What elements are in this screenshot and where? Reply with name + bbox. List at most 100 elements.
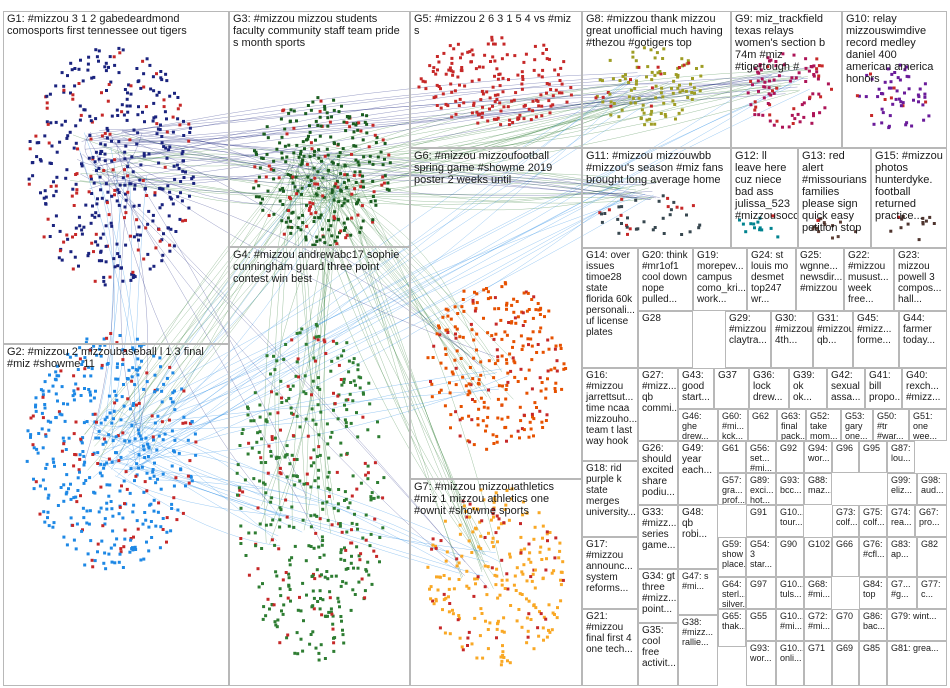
node-g5: [547, 82, 551, 86]
node-g2: [98, 343, 102, 347]
node-g4: [253, 531, 257, 535]
node-g10: [889, 86, 893, 90]
node-g4: [293, 483, 297, 487]
node-g2: [82, 421, 86, 425]
node-g2: [114, 435, 118, 439]
node-g7: [494, 583, 498, 587]
node-g10: [923, 95, 927, 99]
node-g7: [508, 555, 512, 559]
node-g6: [508, 352, 512, 356]
node-g6: [512, 310, 516, 314]
node-g4: [365, 569, 369, 573]
node-g10: [912, 98, 915, 102]
node-g4: [332, 641, 336, 645]
node-g2: [51, 384, 55, 388]
node-g6: [530, 344, 534, 348]
node-g2: [131, 546, 134, 550]
node-g7: [553, 613, 556, 616]
node-g10: [869, 72, 872, 76]
group-label: G40: rexch... #mizz...: [906, 370, 941, 403]
node-g7: [510, 487, 514, 491]
node-g5: [501, 90, 505, 94]
node-g4: [307, 544, 311, 548]
node-g4: [270, 538, 274, 542]
node-g6: [562, 367, 566, 371]
node-g12: [776, 235, 780, 239]
node-g1: [112, 55, 116, 59]
node-g2: [102, 561, 106, 565]
node-g6: [515, 300, 519, 303]
node-g1: [69, 61, 73, 65]
edge: [126, 171, 330, 205]
node-g4: [298, 479, 302, 483]
node-g5: [439, 87, 442, 91]
node-g1: [47, 141, 51, 145]
node-g1: [55, 175, 59, 179]
node-g1: [89, 174, 93, 178]
node-g9: [757, 113, 761, 117]
node-g7: [500, 659, 504, 663]
edge: [141, 183, 343, 443]
node-g7: [527, 612, 531, 616]
node-g3: [308, 201, 312, 205]
node-g7: [552, 569, 556, 573]
node-g1: [168, 195, 172, 199]
node-g6: [453, 305, 457, 309]
node-g2: [101, 442, 105, 446]
node-g4: [350, 494, 354, 498]
node-g1: [75, 191, 79, 195]
node-g2: [73, 392, 77, 396]
node-g2: [93, 420, 97, 424]
node-g6: [471, 398, 474, 401]
node-g7: [442, 574, 446, 577]
node-g6: [472, 338, 476, 342]
node-g1: [66, 134, 70, 138]
node-g4: [252, 477, 256, 481]
node-g4: [378, 536, 382, 539]
node-g2: [127, 368, 131, 372]
node-g4: [336, 502, 340, 506]
node-g4: [285, 515, 289, 519]
node-g4: [343, 403, 346, 407]
node-g3: [354, 181, 358, 184]
node-g1: [80, 228, 84, 232]
node-g1: [179, 180, 183, 183]
node-g8: [671, 99, 675, 103]
node-g4: [280, 609, 283, 613]
node-g2: [121, 566, 125, 569]
node-g6: [527, 435, 531, 439]
node-g10: [877, 87, 881, 91]
node-g4: [344, 581, 348, 585]
edge: [104, 160, 323, 546]
node-g5: [496, 77, 500, 81]
node-g3: [314, 119, 318, 123]
node-g4: [291, 434, 295, 438]
node-g6: [510, 320, 514, 324]
node-g3: [304, 238, 308, 242]
node-g4: [355, 545, 359, 549]
node-g8: [617, 115, 621, 119]
node-g4: [327, 610, 331, 614]
node-g4: [310, 393, 313, 397]
node-g1: [100, 150, 104, 153]
node-g2: [127, 439, 131, 443]
group-label: G65: thak...: [722, 611, 746, 631]
node-g2: [46, 419, 50, 423]
node-g3: [289, 231, 293, 235]
node-g10: [881, 111, 885, 115]
node-g4: [275, 625, 279, 629]
node-g6: [516, 429, 520, 433]
node-g13: [839, 220, 842, 224]
node-g3: [289, 173, 293, 177]
node-g7: [465, 515, 469, 519]
node-g1: [148, 63, 152, 67]
group-g74: G74: rea...: [887, 505, 915, 537]
node-g10: [905, 74, 909, 78]
node-g5: [450, 56, 454, 60]
node-g3: [282, 232, 286, 236]
node-g2: [69, 482, 72, 486]
node-g4: [366, 464, 370, 468]
node-g2: [119, 418, 123, 422]
node-g3: [325, 111, 329, 115]
node-g5: [522, 104, 526, 108]
